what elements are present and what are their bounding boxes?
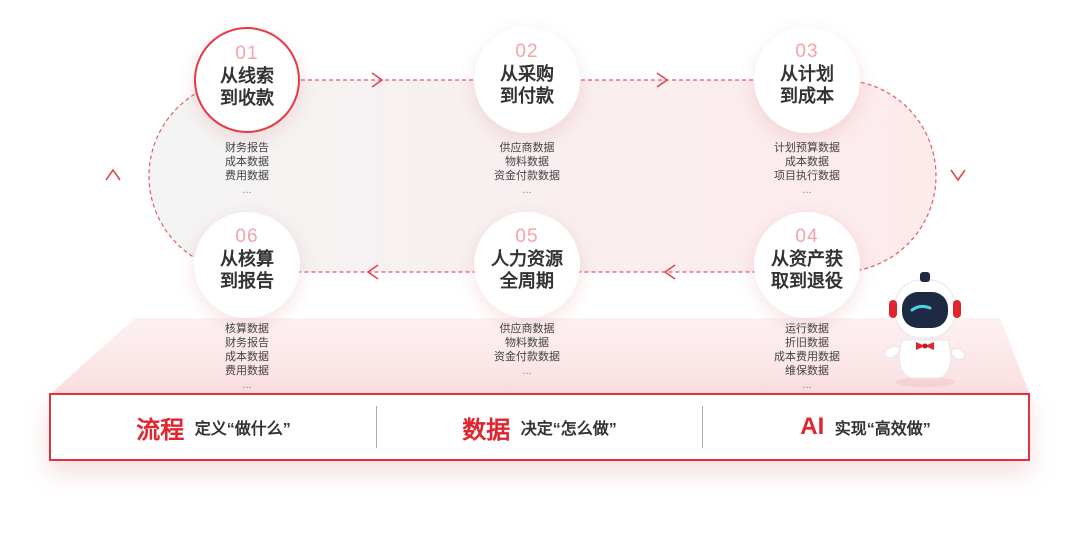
arrow-left-icon [366, 264, 379, 280]
arrow-right-icon [371, 72, 384, 88]
stage-title: 到报告 [220, 271, 274, 291]
stage-number: 04 [795, 226, 819, 247]
stage-number: 03 [795, 41, 819, 62]
stage-number: 02 [515, 41, 539, 62]
loop-band [149, 80, 936, 272]
data-item: 财务报告 [225, 337, 269, 349]
divider [702, 406, 703, 448]
data-item: 财务报告 [225, 142, 269, 154]
principle-text: 定义“做什么” [194, 421, 291, 438]
arrow-up-icon [105, 168, 121, 181]
stage-title: 到收款 [220, 88, 274, 108]
stage-04-data-list: 运行数据 折旧数据 成本费用数据 维保数据 ... [737, 322, 877, 392]
stage-06-data-list: 核算数据 财务报告 成本数据 费用数据 ... [177, 322, 317, 392]
principle-text: 实现“高效做” [834, 421, 931, 438]
data-item: 费用数据 [225, 365, 269, 377]
data-item: 维保数据 [785, 365, 829, 377]
stage-title: 从计划 [780, 64, 834, 84]
data-item: 供应商数据 [499, 142, 555, 154]
stage-01-circle: 01 从线索 到收款 [194, 27, 300, 133]
principle-ai: AI 实现“高效做” [703, 413, 1028, 441]
stage-02-circle: 02 从采购 到付款 [474, 27, 580, 133]
divider [376, 406, 377, 448]
data-item: 成本费用数据 [774, 351, 840, 363]
stage-title: 到付款 [500, 86, 554, 106]
data-item: 供应商数据 [499, 323, 555, 335]
more-ellipsis: ... [802, 379, 812, 391]
principle-keyword: 数据 [462, 416, 511, 444]
stage-title: 到成本 [780, 86, 834, 106]
data-item: 核算数据 [225, 323, 269, 335]
stage-number: 06 [235, 226, 259, 247]
principle-data: 数据 决定“怎么做” [377, 410, 702, 445]
more-ellipsis: ... [242, 184, 252, 196]
arrow-down-icon [950, 169, 966, 182]
data-item: 成本数据 [225, 156, 269, 168]
data-item: 费用数据 [225, 170, 269, 182]
principle-keyword: AI [800, 413, 825, 440]
stage-title: 从核算 [220, 249, 274, 269]
stage-title: 从资产获 [771, 249, 843, 269]
data-item: 折旧数据 [785, 337, 829, 349]
stage-title: 从采购 [500, 64, 554, 84]
stage-title: 人力资源 [491, 249, 563, 269]
data-item: 物料数据 [505, 337, 549, 349]
arrow-left-icon [663, 264, 676, 280]
data-item: 资金付款数据 [494, 170, 560, 182]
stage-04-circle: 04 从资产获 取到退役 [754, 212, 860, 318]
principle-bar: 流程 定义“做什么” 数据 决定“怎么做” AI 实现“高效做” [49, 393, 1030, 461]
data-item: 运行数据 [785, 323, 829, 335]
arrow-right-icon [656, 72, 669, 88]
robot-mascot-icon [884, 272, 966, 387]
more-ellipsis: ... [802, 184, 812, 196]
more-ellipsis: ... [242, 379, 252, 391]
data-item: 项目执行数据 [774, 170, 840, 182]
data-item: 成本数据 [785, 156, 829, 168]
stage-02-data-list: 供应商数据 物料数据 资金付款数据 ... [457, 141, 597, 197]
data-item: 物料数据 [505, 156, 549, 168]
data-item: 计划预算数据 [774, 142, 840, 154]
stage-05-circle: 05 人力资源 全周期 [474, 212, 580, 318]
stage-01-data-list: 财务报告 成本数据 费用数据 ... [177, 141, 317, 197]
more-ellipsis: ... [522, 184, 532, 196]
stage-number: 05 [515, 226, 539, 247]
data-item: 成本数据 [225, 351, 269, 363]
perspective-base [49, 318, 1030, 395]
more-ellipsis: ... [522, 365, 532, 377]
stage-title: 全周期 [500, 271, 554, 291]
principle-keyword: 流程 [136, 416, 185, 444]
stage-03-circle: 03 从计划 到成本 [754, 27, 860, 133]
flow-arrows [105, 72, 966, 280]
stage-06-circle: 06 从核算 到报告 [194, 212, 300, 318]
principle-process: 流程 定义“做什么” [51, 410, 376, 445]
stage-title: 从线索 [220, 66, 274, 86]
stage-number: 01 [235, 43, 259, 64]
stage-03-data-list: 计划预算数据 成本数据 项目执行数据 ... [737, 141, 877, 197]
data-item: 资金付款数据 [494, 351, 560, 363]
stage-05-data-list: 供应商数据 物料数据 资金付款数据 ... [457, 322, 597, 378]
stage-title: 取到退役 [771, 271, 843, 291]
principle-text: 决定“怎么做” [520, 421, 617, 438]
